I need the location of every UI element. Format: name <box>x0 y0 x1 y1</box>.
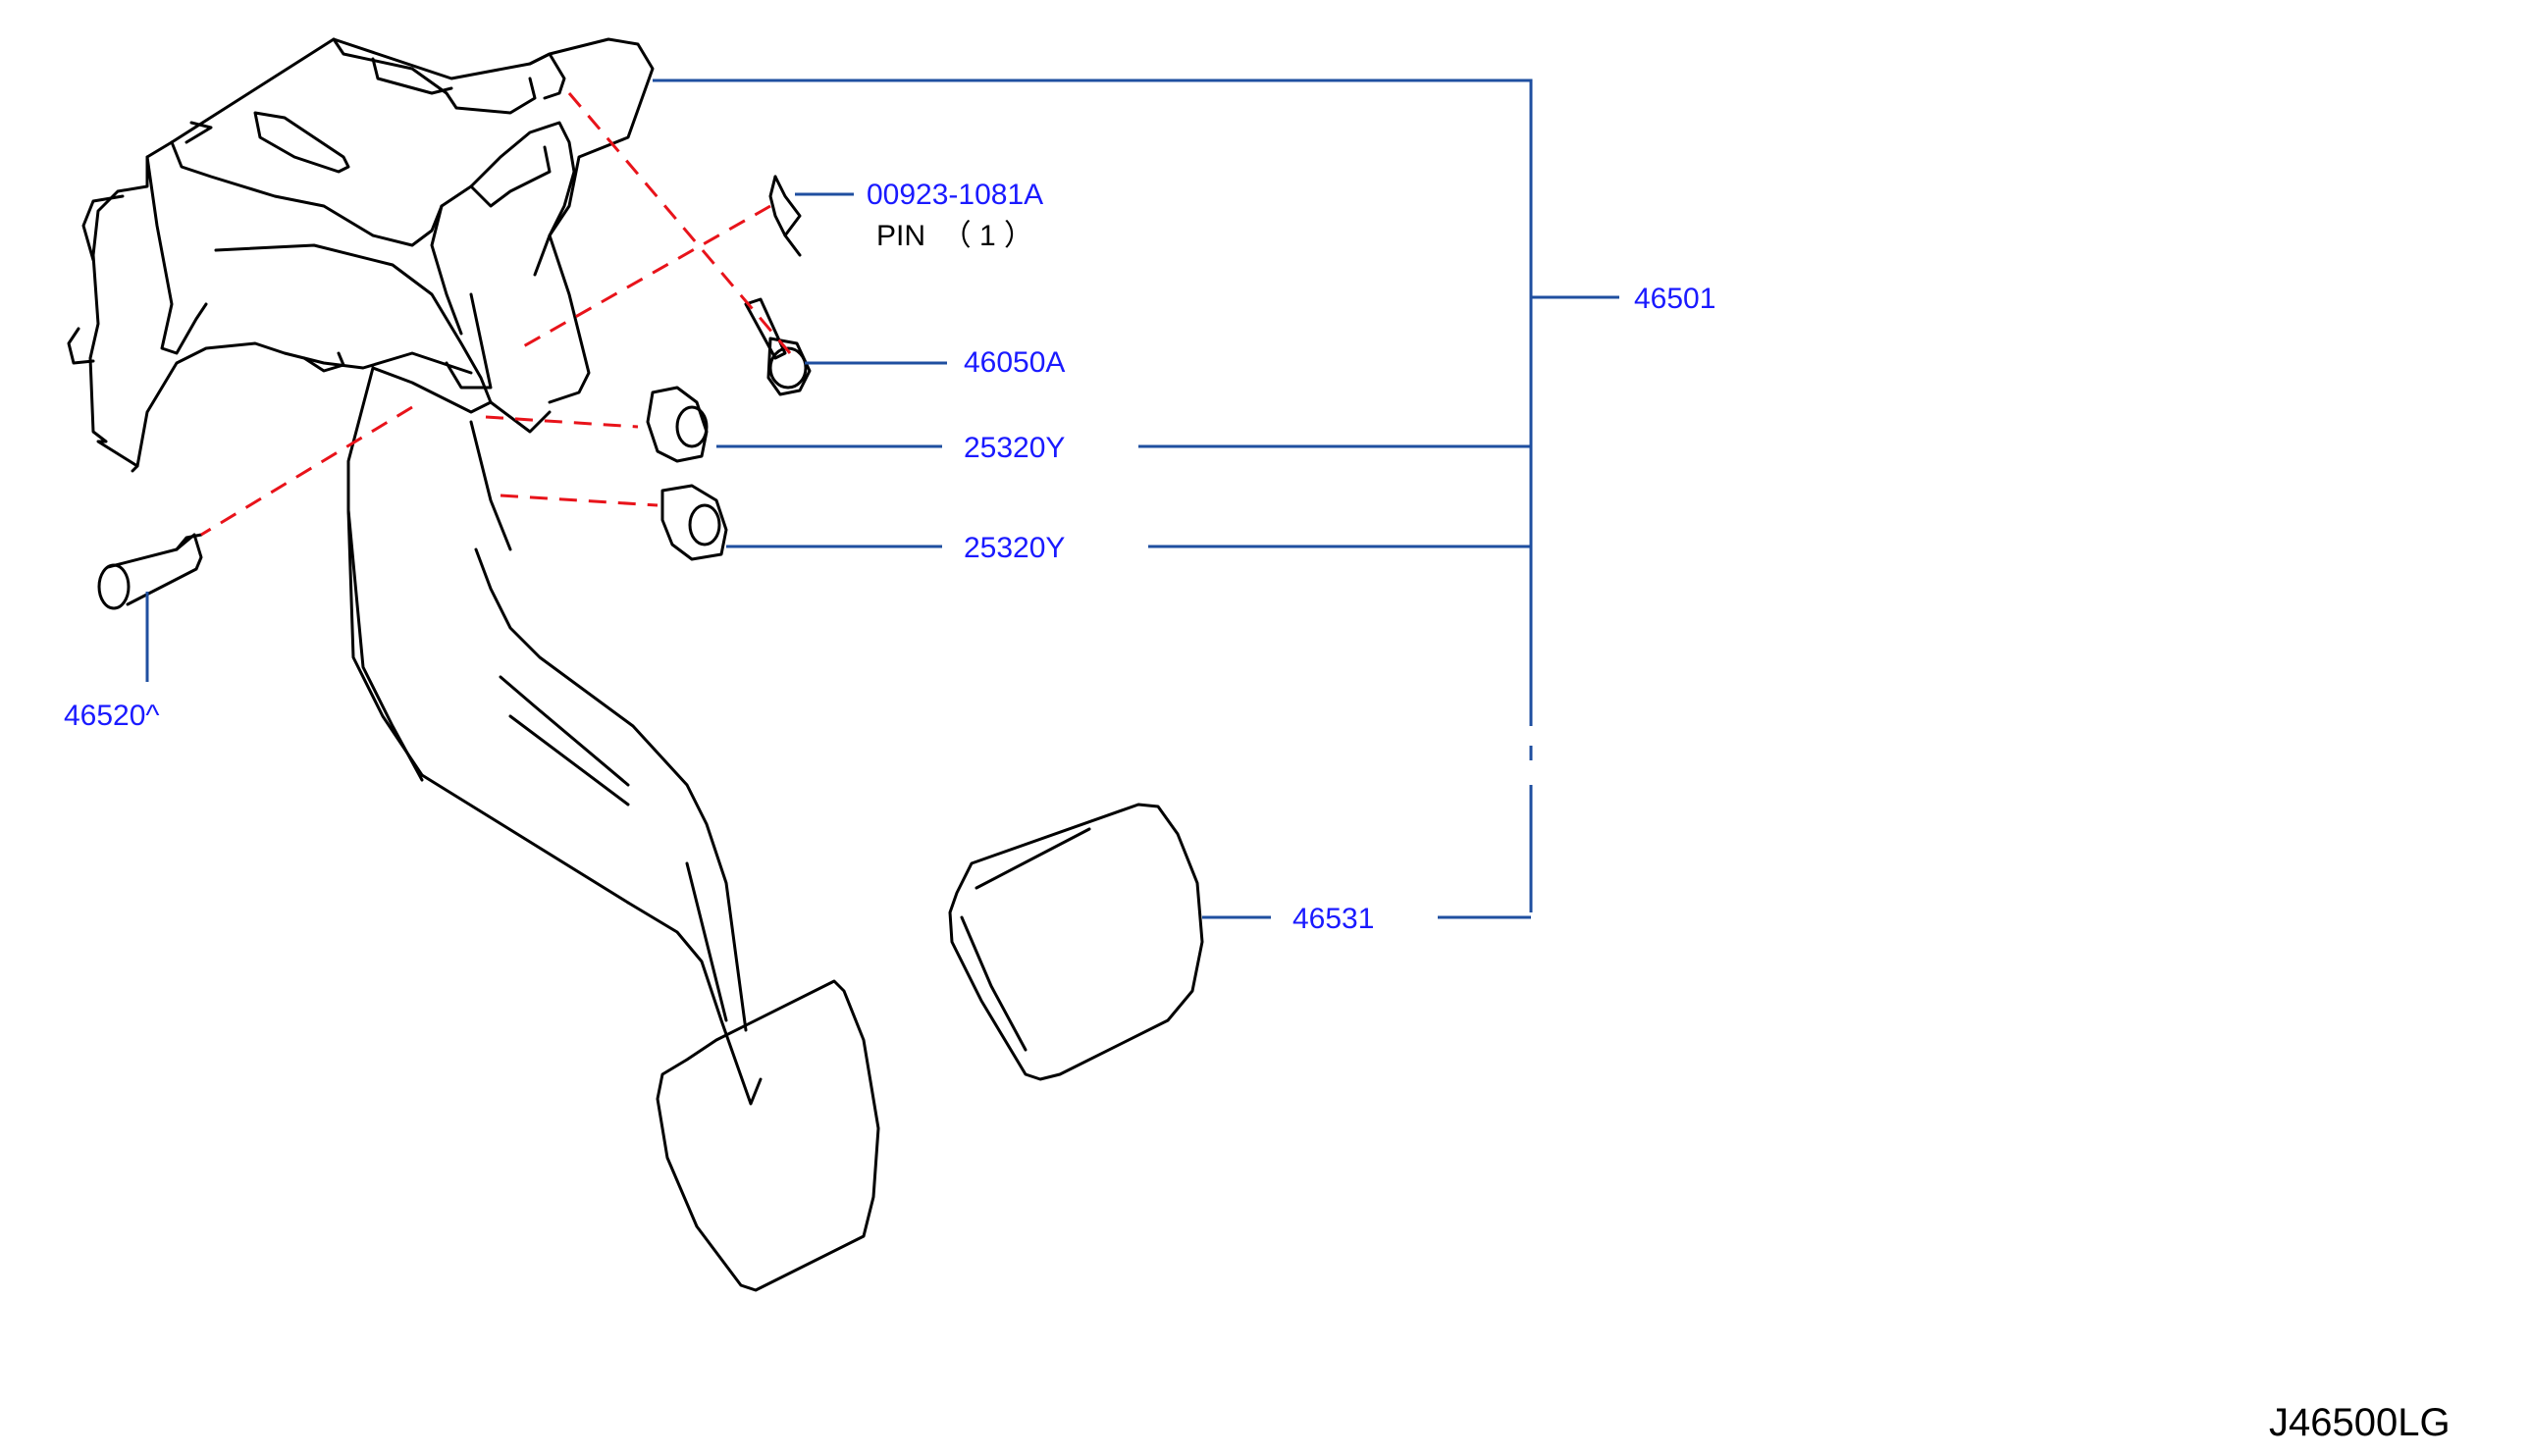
bolt <box>744 297 812 396</box>
pin-quantity-note: PIN （ 1 ） <box>876 220 1034 252</box>
pivot-pin-part-number: 46520^ <box>64 700 160 732</box>
bushing-upper <box>646 386 709 463</box>
bushing-lower <box>660 484 728 561</box>
assembly-lines <box>200 92 792 537</box>
bolt-part-number: 46050A <box>964 346 1066 379</box>
leader-lines <box>145 78 1619 919</box>
pedal-pad-part-number: 46531 <box>1292 903 1375 935</box>
diagram-id: J46500LG <box>2269 1401 2451 1444</box>
pedal-pad <box>948 803 1204 1081</box>
pin-part-number: 00923-1081A <box>867 179 1044 211</box>
assembly-part-number: 46501 <box>1634 283 1716 315</box>
pedal-bracket <box>67 37 655 473</box>
bushing-upper-part-number: 25320Y <box>964 432 1066 464</box>
pedal-arm <box>346 366 763 1106</box>
pedal-pad-installed <box>656 979 880 1292</box>
bushing-lower-part-number: 25320Y <box>964 532 1066 564</box>
retaining-pin <box>768 175 802 257</box>
pivot-pin <box>97 533 203 610</box>
